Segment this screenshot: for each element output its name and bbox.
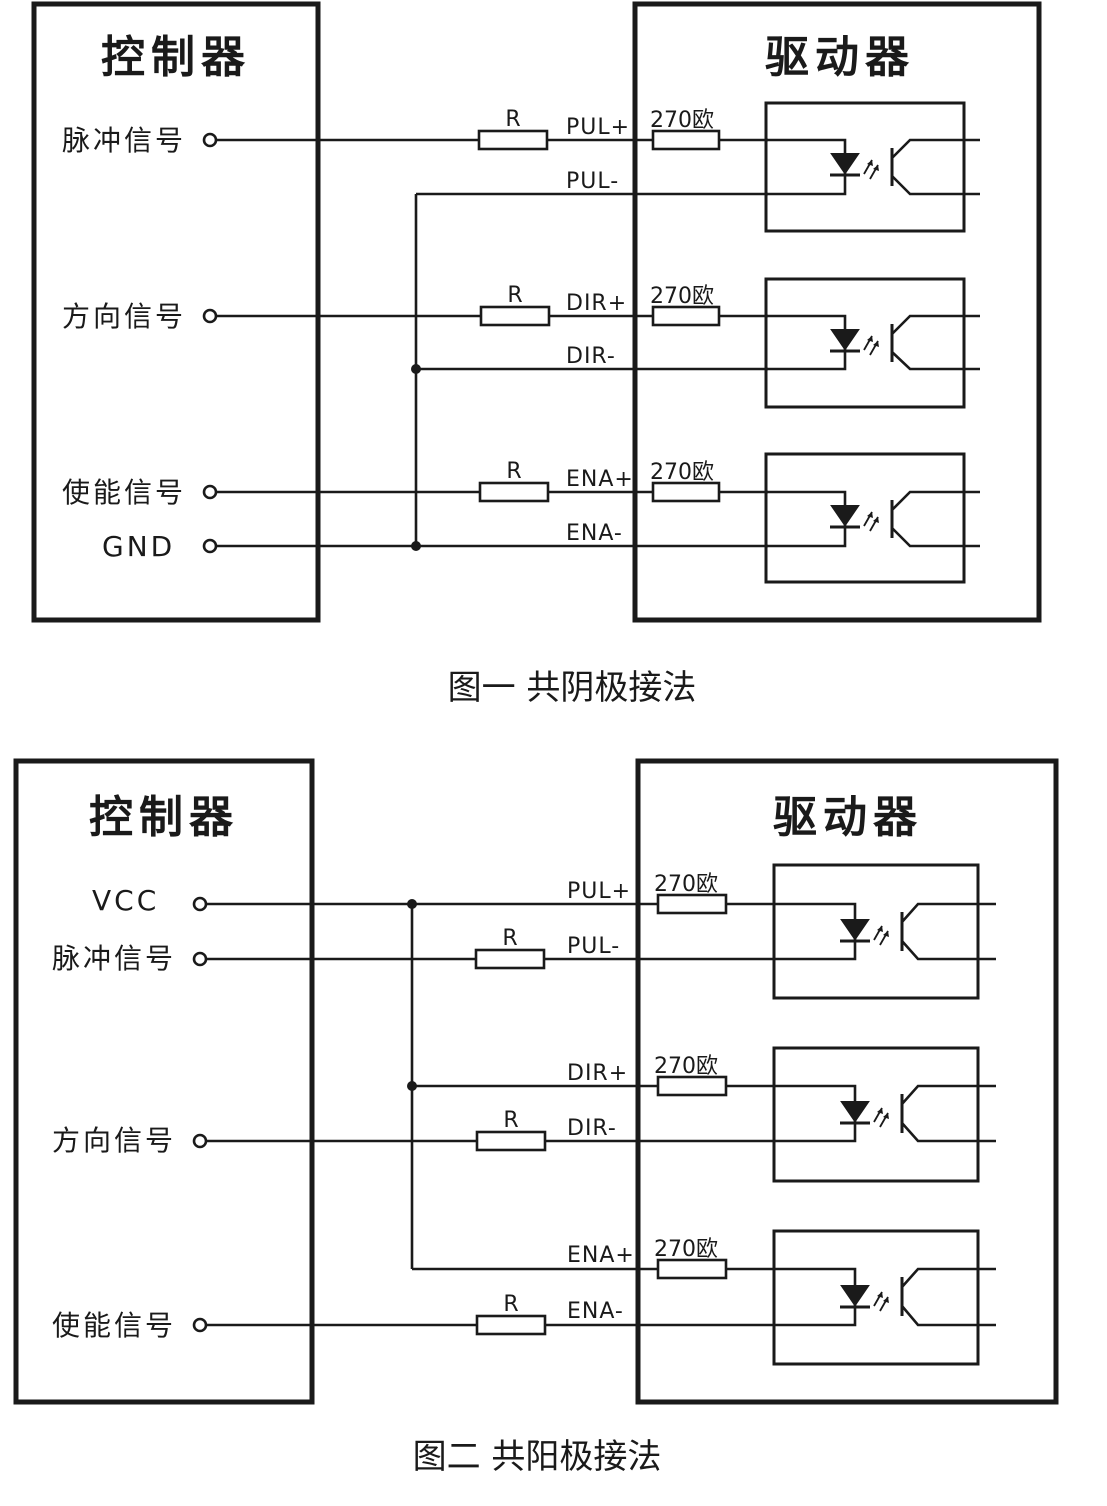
resistor-r [478, 481, 550, 503]
signal-label-pulse: 脉冲信号 [52, 942, 176, 975]
figure-common-cathode: 控制器 驱动器 脉冲信号 方向信号 使能信号 GND R R R PUL+ [31, 1, 1042, 708]
terminal-gnd [202, 538, 218, 554]
resistor-r [475, 1130, 547, 1152]
terminal-direction [202, 308, 218, 324]
optocoupler-box [772, 863, 980, 1000]
pin-label-ena-minus: ENA- [567, 1299, 624, 1324]
resistor-r [475, 1314, 547, 1336]
resistor-270-ohm [651, 481, 721, 503]
optocoupler-internal [774, 1084, 996, 1143]
terminal-pulse [202, 132, 218, 148]
optocoupler-box [764, 452, 966, 584]
pin-label-ena-minus: ENA- [566, 521, 623, 546]
pin-label-pul-minus: PUL- [566, 169, 619, 194]
led-icon [830, 153, 860, 175]
optocoupler-box [772, 1229, 980, 1366]
led-icon [830, 329, 860, 351]
resistor-r-label: R [503, 1292, 518, 1317]
pin-label-dir-minus: DIR- [567, 1116, 617, 1141]
optocoupler-internal [774, 902, 996, 961]
controller-box [13, 758, 315, 1405]
resistor-270-ohm [651, 129, 721, 151]
pin-label-ena-plus: ENA+ [566, 467, 634, 492]
resistor-270-ohm-label: 270欧 [650, 108, 714, 133]
driver-box [632, 1, 1042, 623]
phototransistor-icon [901, 1084, 996, 1105]
terminal-enable [192, 1317, 208, 1333]
driver-title: 驱动器 [765, 32, 915, 83]
resistor-r-label: R [507, 283, 522, 308]
resistor-270-ohm-label: 270欧 [650, 284, 714, 309]
terminal-enable [202, 484, 218, 500]
resistor-270-ohm [656, 1075, 728, 1097]
resistor-r [477, 129, 549, 151]
driver-title: 驱动器 [773, 792, 923, 843]
pin-label-pul-plus: PUL+ [566, 115, 630, 140]
terminal-vcc [192, 896, 208, 912]
optocoupler-internal [774, 1267, 996, 1327]
led-icon [840, 1285, 870, 1307]
signal-label-gnd: GND [102, 530, 175, 563]
resistor-r-label: R [506, 459, 521, 484]
controller-box [31, 1, 321, 623]
phototransistor-icon [891, 138, 980, 159]
resistor-r-label: R [503, 1108, 518, 1133]
driver-box [635, 758, 1059, 1405]
phototransistor-icon [891, 314, 980, 335]
optocoupler-internal [766, 490, 980, 548]
pin-label-pul-plus: PUL+ [567, 879, 631, 904]
junction-dot [411, 541, 421, 551]
pin-label-pul-minus: PUL- [567, 934, 620, 959]
pin-label-dir-plus: DIR+ [567, 1061, 628, 1086]
signal-label-direction: 方向信号 [52, 1124, 176, 1157]
signal-label-pulse: 脉冲信号 [62, 124, 186, 157]
phototransistor-icon [901, 902, 996, 923]
signal-label-enable: 使能信号 [62, 476, 186, 509]
resistor-r-label: R [505, 107, 520, 132]
signal-label-vcc: VCC [92, 884, 159, 917]
terminal-pulse [192, 951, 208, 967]
optocoupler-internal [766, 138, 980, 196]
figure-common-anode: 控制器 驱动器 VCC 脉冲信号 方向信号 使能信号 R R R PUL+ [13, 758, 1059, 1477]
optocoupler-box [764, 101, 966, 233]
optocoupler-internal [766, 314, 980, 371]
resistor-270-ohm-label: 270欧 [654, 1237, 718, 1262]
resistor-r [474, 948, 546, 970]
resistor-r [479, 305, 551, 327]
resistor-270-ohm [656, 893, 728, 915]
junction-dot [407, 1081, 417, 1091]
resistor-270-ohm [651, 305, 721, 327]
resistor-270-ohm-label: 270欧 [650, 460, 714, 485]
led-icon [840, 919, 870, 941]
terminal-direction [192, 1133, 208, 1149]
optocoupler-box [772, 1046, 980, 1183]
controller-title: 控制器 [101, 32, 251, 83]
led-icon [840, 1101, 870, 1123]
resistor-270-ohm-label: 270欧 [654, 1054, 718, 1079]
phototransistor-icon [901, 1267, 996, 1288]
figure-caption: 图一 共阴极接法 [448, 668, 697, 708]
pin-label-dir-minus: DIR- [566, 344, 616, 369]
pin-label-dir-plus: DIR+ [566, 291, 627, 316]
pin-label-ena-plus: ENA+ [567, 1243, 635, 1268]
junction-dot [411, 364, 421, 374]
resistor-r-label: R [502, 926, 517, 951]
signal-label-direction: 方向信号 [62, 300, 186, 333]
resistor-270-ohm-label: 270欧 [654, 872, 718, 897]
signal-label-enable: 使能信号 [52, 1309, 176, 1342]
junction-dot [407, 899, 417, 909]
led-icon [830, 505, 860, 527]
optocoupler-box [764, 277, 966, 409]
controller-title: 控制器 [89, 792, 239, 843]
phototransistor-icon [891, 490, 980, 511]
figure-caption: 图二 共阳极接法 [413, 1437, 662, 1477]
resistor-270-ohm [656, 1258, 728, 1280]
